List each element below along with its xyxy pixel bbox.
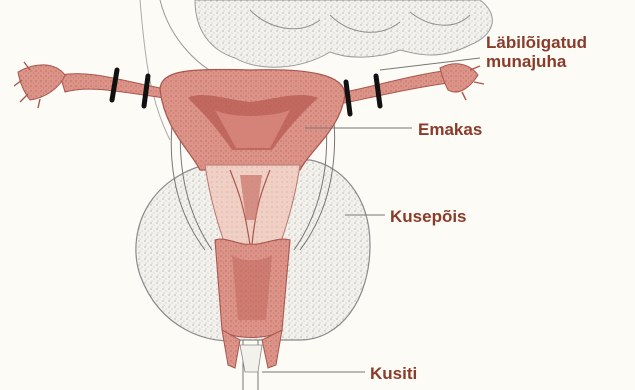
label-cut-tube-line-2: munajuha (486, 52, 587, 71)
ligature-mark-right-2 (376, 76, 380, 106)
uterus (160, 69, 345, 170)
label-urethra: Kusiti (370, 364, 417, 383)
label-bladder: Kusepõis (390, 207, 467, 226)
ligature-mark-right-1 (346, 82, 350, 114)
ligature-mark-left-1 (112, 70, 117, 100)
label-cut-tube-line-1: Läbilõigatud (486, 33, 587, 52)
ligature-mark-left-2 (144, 76, 148, 106)
label-cut-tube: Läbilõigatud munajuha (486, 33, 587, 71)
label-uterus: Emakas (418, 120, 482, 139)
